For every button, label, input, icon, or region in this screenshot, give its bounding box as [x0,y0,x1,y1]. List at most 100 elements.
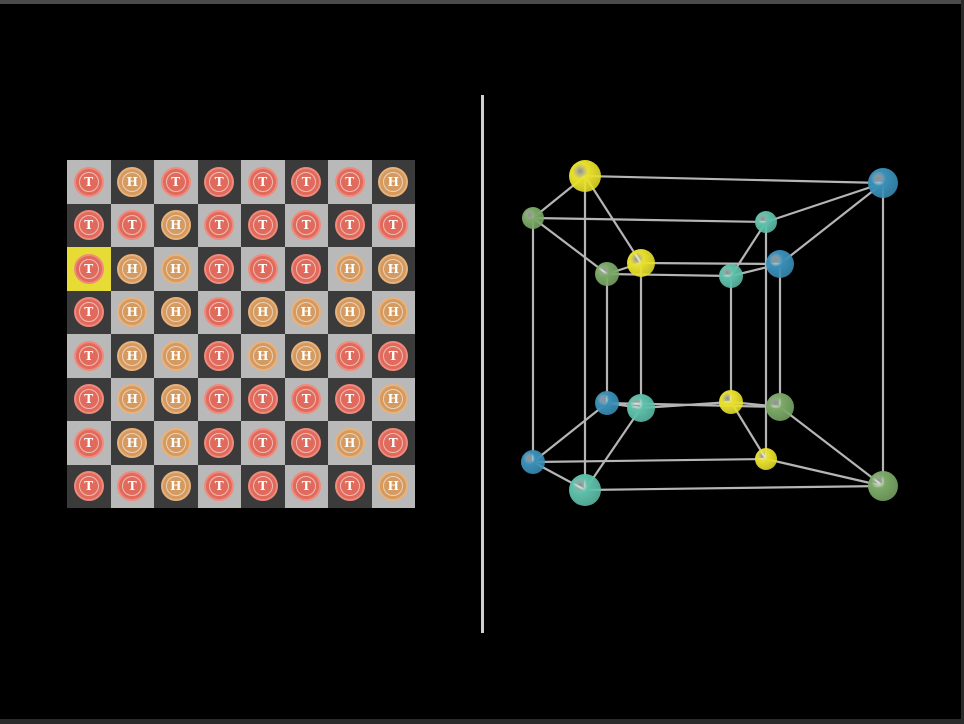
board-square[interactable]: H [154,203,198,247]
board-square[interactable]: H [110,334,154,378]
board-square[interactable]: H [284,334,328,378]
coin-tails: T [334,384,365,415]
coin-letter: T [209,432,230,453]
coin-letter: T [209,476,230,497]
board-square[interactable]: H [371,464,415,508]
board-square[interactable]: T [197,464,241,508]
coin-tails: T [117,471,148,502]
board-square[interactable]: H [154,290,198,334]
coin-tails: T [378,210,409,241]
board-square[interactable]: T [67,334,111,378]
hypercube-edge [640,400,732,410]
board-square[interactable]: T [67,203,111,247]
coin-heads: H [117,340,148,371]
board-square[interactable]: T [197,160,241,204]
board-square[interactable]: H [154,421,198,465]
board-square[interactable]: H [110,290,154,334]
board-square[interactable]: T [110,203,154,247]
board-square[interactable]: H [284,290,328,334]
coin-letter: T [339,389,360,410]
coin-tails: T [160,166,191,197]
board-square[interactable]: H [110,421,154,465]
coin-heads: H [378,297,409,328]
coin-tails: T [204,384,235,415]
board-square[interactable]: T [284,160,328,204]
hypercube-edge [606,272,732,278]
board-square[interactable]: T [197,203,241,247]
board-square[interactable]: H [371,377,415,421]
coin-tails: T [334,471,365,502]
board-square[interactable]: H [241,290,285,334]
board-square[interactable]: H [241,334,285,378]
board-square[interactable]: T [284,377,328,421]
board-square[interactable]: T [197,377,241,421]
board-square[interactable]: T [328,203,372,247]
board-square[interactable]: T [241,421,285,465]
board-square[interactable]: T [371,334,415,378]
board-square[interactable]: T [67,421,111,465]
coin-tails: T [73,427,104,458]
hypercube-edge [584,174,884,185]
board-square[interactable]: T [241,377,285,421]
coin-heads: H [117,253,148,284]
board-square[interactable]: T [284,421,328,465]
hypercube-edge [765,181,884,224]
coin-letter: H [252,345,273,366]
board-square[interactable]: T [154,160,198,204]
board-square[interactable]: H [154,464,198,508]
hypercube-diagram [521,160,898,506]
board-square[interactable]: T [241,160,285,204]
board-square[interactable]: H [328,247,372,291]
board-square[interactable]: T [241,464,285,508]
board-square[interactable]: T [328,334,372,378]
board-square[interactable]: T [371,421,415,465]
coin-letter: H [165,432,186,453]
board-square[interactable]: T [328,464,372,508]
board-square[interactable]: H [371,160,415,204]
board-square[interactable]: H [110,247,154,291]
hypercube-vertex-green [868,471,898,501]
board-square[interactable]: H [371,290,415,334]
hypercube-edge [532,457,767,464]
board-square[interactable]: T [110,464,154,508]
board-square[interactable]: H [371,247,415,291]
coin-letter: T [122,476,143,497]
coin-letter: H [383,258,404,279]
coin-letter: H [296,345,317,366]
board-square[interactable]: T [197,421,241,465]
board-square[interactable]: T [284,247,328,291]
board-square[interactable]: H [154,247,198,291]
board-square[interactable]: H [154,334,198,378]
board-square[interactable]: T [67,377,111,421]
board-square[interactable]: T [328,160,372,204]
board-square[interactable]: H [328,290,372,334]
board-square[interactable]: T [284,203,328,247]
coin-letter: T [383,215,404,236]
board-square[interactable]: T [197,290,241,334]
coin-tails: T [378,340,409,371]
board-square[interactable]: T [371,203,415,247]
board-square[interactable]: T [67,464,111,508]
coin-heads: H [378,384,409,415]
board-square[interactable]: T [67,290,111,334]
board-square[interactable]: T [241,203,285,247]
coin-letter: T [209,215,230,236]
board-square[interactable]: T [241,247,285,291]
board-square[interactable]: T [67,160,111,204]
coin-letter: T [209,302,230,323]
coin-heads: H [334,297,365,328]
board-square[interactable]: H [154,377,198,421]
board-square[interactable]: H [328,421,372,465]
board-square[interactable]: H [110,377,154,421]
coin-tails: T [73,384,104,415]
divider-line [481,95,484,633]
board-square[interactable]: T [197,247,241,291]
hypercube-edge [584,407,642,491]
coin-letter: H [165,258,186,279]
board-square[interactable]: T [197,334,241,378]
coin-letter: H [122,258,143,279]
board-square[interactable]: H [110,160,154,204]
board-square[interactable]: T [67,247,111,291]
board-square[interactable]: T [328,377,372,421]
board-square[interactable]: T [284,464,328,508]
